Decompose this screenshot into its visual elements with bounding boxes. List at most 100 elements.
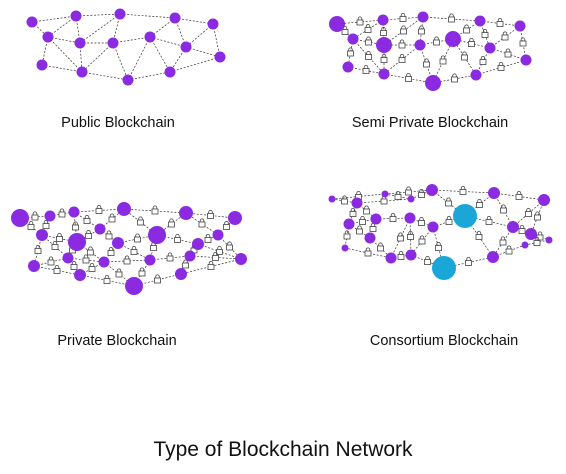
network-node bbox=[520, 54, 532, 66]
lock-icon bbox=[501, 31, 509, 41]
lock-icon bbox=[468, 38, 475, 47]
network-node bbox=[405, 249, 417, 261]
lock-icon bbox=[536, 231, 544, 241]
lock-icon bbox=[356, 225, 363, 235]
lock-icon bbox=[485, 216, 493, 225]
network-link bbox=[185, 46, 221, 58]
lock-icon bbox=[515, 191, 523, 200]
lock-icon bbox=[70, 261, 78, 270]
lock-icon bbox=[174, 234, 181, 243]
network-node bbox=[347, 33, 359, 45]
lock-icon bbox=[198, 218, 206, 228]
network-node bbox=[70, 10, 82, 22]
semi-private-blockchain-label: Semi Private Blockchain bbox=[351, 115, 509, 131]
lock-icon bbox=[130, 246, 138, 255]
network-link bbox=[75, 13, 121, 17]
network-node bbox=[68, 233, 86, 251]
lock-icon bbox=[207, 210, 214, 219]
lock-icon bbox=[154, 274, 161, 284]
lock-icon bbox=[182, 259, 189, 269]
lock-icon bbox=[418, 189, 425, 198]
network-link bbox=[127, 71, 171, 81]
network-link bbox=[112, 42, 129, 81]
lock-icon bbox=[341, 195, 348, 205]
semi-network bbox=[329, 11, 532, 91]
network-link bbox=[73, 208, 125, 213]
network-node bbox=[364, 232, 376, 244]
network-link bbox=[81, 42, 114, 73]
lock-icon bbox=[364, 24, 372, 33]
lock-icon bbox=[481, 29, 489, 38]
network-node bbox=[343, 218, 355, 230]
network-node bbox=[414, 39, 426, 51]
network-node bbox=[514, 20, 526, 32]
network-link bbox=[149, 36, 171, 73]
lock-icon bbox=[58, 208, 66, 218]
lock-icon bbox=[380, 54, 388, 63]
lock-icon bbox=[226, 241, 233, 251]
network-node bbox=[470, 69, 482, 81]
network-link bbox=[41, 234, 69, 259]
network-node bbox=[36, 59, 48, 71]
network-node bbox=[74, 269, 86, 281]
network-node bbox=[228, 211, 242, 225]
network-link bbox=[410, 226, 434, 256]
network-link bbox=[431, 189, 495, 194]
network-node bbox=[36, 229, 48, 241]
lock-icon bbox=[405, 186, 412, 196]
lock-icon bbox=[463, 24, 470, 34]
lock-icon bbox=[359, 216, 366, 225]
network-node bbox=[164, 66, 176, 78]
network-node bbox=[351, 197, 363, 209]
lock-icon bbox=[399, 13, 407, 22]
network-node bbox=[28, 260, 40, 272]
lock-icon bbox=[115, 268, 123, 278]
network-link bbox=[123, 208, 187, 214]
network-node bbox=[376, 37, 392, 53]
lock-icon bbox=[137, 216, 144, 226]
network-node bbox=[212, 229, 224, 241]
lock-icon bbox=[394, 191, 402, 200]
network-node bbox=[425, 75, 441, 91]
lock-icon bbox=[433, 36, 440, 46]
lock-icon bbox=[349, 208, 357, 217]
lock-icon bbox=[207, 261, 215, 270]
lock-icon bbox=[343, 230, 351, 240]
network-node bbox=[125, 277, 143, 295]
network-link bbox=[383, 73, 434, 84]
network-node bbox=[74, 37, 86, 49]
lock-icon bbox=[123, 255, 131, 265]
lock-icon bbox=[518, 225, 526, 234]
lock-icon bbox=[364, 247, 372, 257]
network-node bbox=[192, 238, 204, 250]
network-link bbox=[185, 23, 214, 48]
lock-icon bbox=[445, 216, 453, 225]
public-blockchain-label: Public Blockchain bbox=[61, 115, 175, 131]
lock-icon bbox=[445, 197, 452, 207]
network-node bbox=[207, 18, 219, 30]
network-link bbox=[352, 19, 384, 40]
network-link bbox=[149, 36, 187, 48]
lock-icon bbox=[223, 221, 230, 230]
network-node bbox=[417, 11, 429, 23]
network-link bbox=[79, 13, 121, 44]
network-node bbox=[381, 190, 389, 198]
network-link bbox=[79, 274, 135, 287]
network-node bbox=[26, 16, 38, 28]
network-node bbox=[214, 51, 226, 63]
lock-icon bbox=[397, 232, 404, 242]
lock-icon bbox=[151, 205, 159, 215]
network-link bbox=[419, 38, 454, 46]
network-node bbox=[545, 236, 553, 244]
network-node bbox=[184, 250, 196, 262]
network-node bbox=[169, 12, 181, 24]
network-node bbox=[445, 31, 461, 47]
lock-icon bbox=[439, 55, 447, 65]
network-node bbox=[44, 210, 56, 222]
lock-icon bbox=[475, 231, 483, 240]
network-link bbox=[33, 257, 69, 267]
lock-icon bbox=[534, 211, 541, 221]
network-link bbox=[41, 64, 83, 73]
lock-icon bbox=[53, 265, 61, 274]
